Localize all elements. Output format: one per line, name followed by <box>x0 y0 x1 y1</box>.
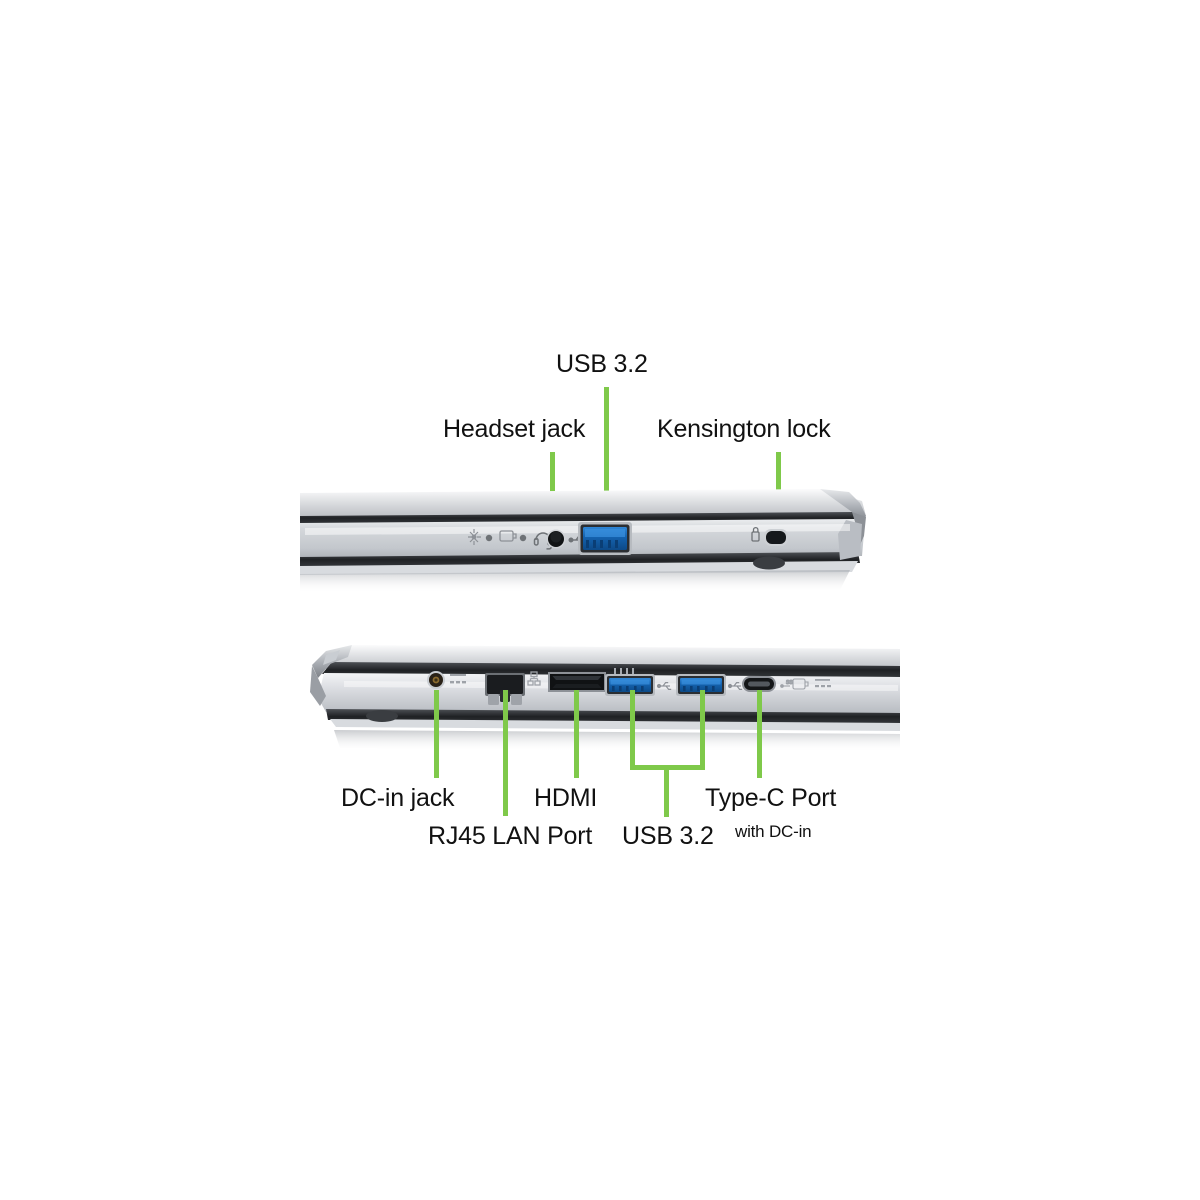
callout-label-dc-in-jack: DC-in jack <box>341 784 455 812</box>
leader-line-type-c-port <box>757 690 762 778</box>
callout-label-rj45-lan-port: RJ45 LAN Port <box>428 822 593 850</box>
leader-line-dc-in-jack <box>434 690 439 778</box>
leader-line-usb-3-2-top <box>604 387 609 542</box>
callout-label-headset-jack: Headset jack <box>443 415 586 443</box>
callout-label-type-c-port: Type-C Port <box>705 784 837 812</box>
callout-label-hdmi: HDMI <box>534 784 598 812</box>
callout-label-usb-3-2-rear: USB 3.2 <box>622 822 714 850</box>
callout-label-kensington-lock: Kensington lock <box>657 415 831 443</box>
leader-line-usb-3-2-rear-stem <box>664 765 669 817</box>
callout-sublabel-type-c-port: with DC-in <box>735 822 812 841</box>
leader-line-hdmi <box>574 690 579 778</box>
callout-label-usb-3-2-top: USB 3.2 <box>556 350 648 378</box>
leader-line-usb-3-2-rear-left <box>630 690 635 770</box>
leader-line-rj45-lan-port <box>503 690 508 816</box>
svg-text:SS: SS <box>786 680 793 686</box>
leader-line-usb-3-2-rear-right <box>700 690 705 770</box>
